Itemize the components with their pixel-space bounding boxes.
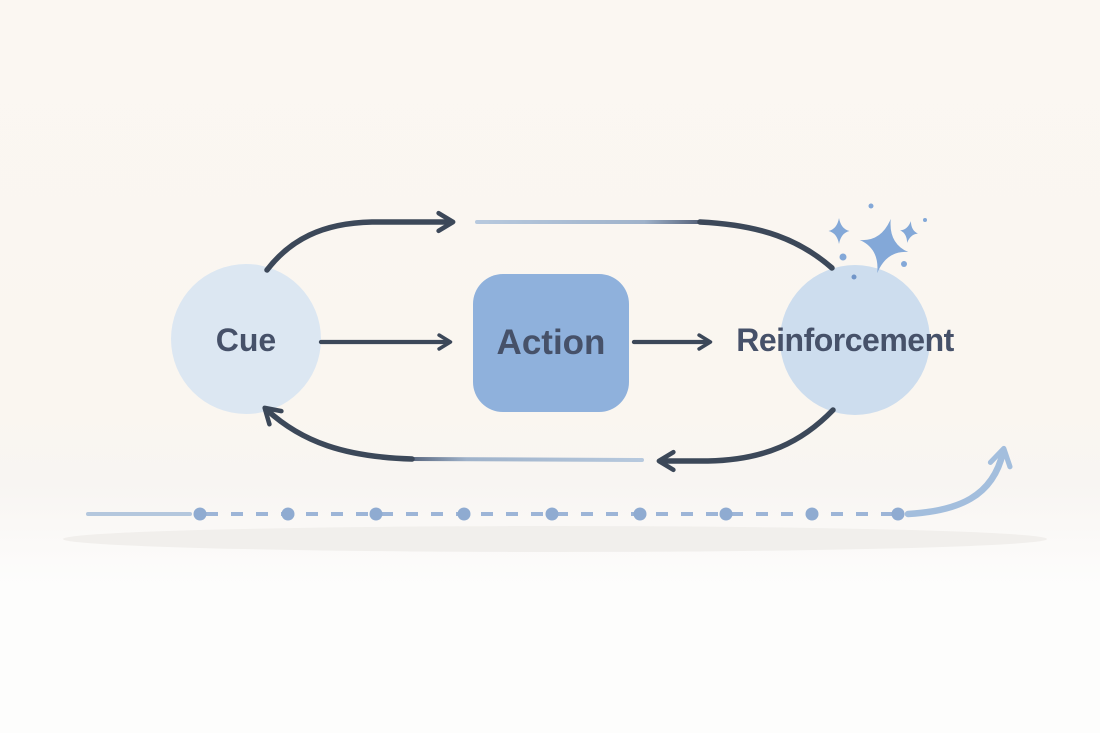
timeline-dot — [369, 507, 383, 521]
timeline-dot — [891, 507, 905, 521]
timeline-dot — [805, 507, 819, 521]
sparkle-dot — [851, 274, 857, 280]
timeline-dot — [193, 507, 207, 521]
sparkle-dot — [923, 218, 927, 222]
top-loop-right-arc — [697, 219, 835, 271]
bottom-loop-left-arc-arrow — [262, 405, 415, 462]
timeline-dot — [719, 507, 733, 521]
timeline-upward-arrow — [904, 445, 1013, 518]
repetition-timeline — [86, 445, 1013, 521]
timeline-dot — [545, 507, 559, 521]
sparkle-star-small-left — [828, 218, 850, 244]
sparkle-dot — [868, 203, 874, 209]
timeline-dot — [281, 507, 295, 521]
bottom-loop-light-segment — [406, 457, 644, 462]
sparkle-star-small-right — [900, 221, 918, 243]
sparkle-dot — [901, 261, 907, 267]
cue-node-circle — [171, 264, 321, 414]
action-label: Action — [497, 323, 606, 362]
ground-shadow-ellipse — [63, 526, 1047, 552]
sparkle-dot — [839, 253, 847, 261]
top-loop-left-arc-arrow — [264, 210, 456, 273]
bottom-loop-right-arc-arrow — [656, 407, 836, 473]
sparkles-icon — [828, 203, 927, 280]
reinforcement-node-circle — [780, 265, 930, 415]
action-node-box — [473, 274, 629, 412]
timeline-dots — [193, 507, 905, 521]
cue-label: Cue — [216, 322, 276, 358]
timeline-dot — [633, 507, 647, 521]
timeline-dot — [457, 507, 471, 521]
sparkle-star-large — [859, 218, 909, 274]
loop-edges — [262, 210, 836, 473]
reinforcement-label: Reinforcement — [736, 322, 954, 358]
